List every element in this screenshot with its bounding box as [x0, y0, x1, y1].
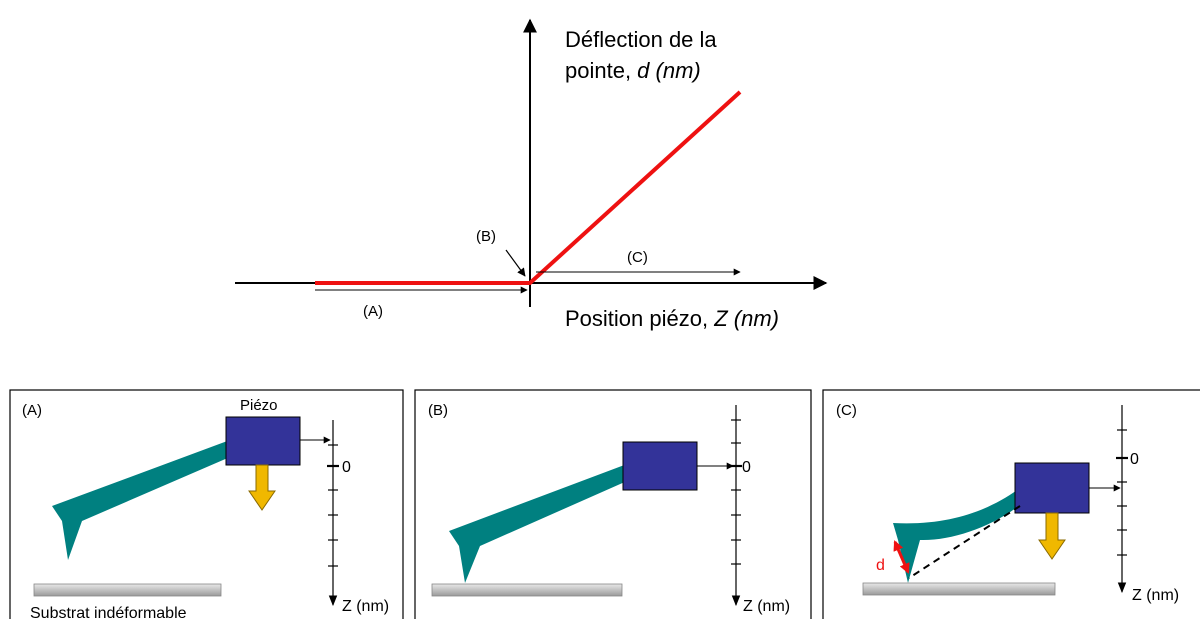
arrow-b [505, 249, 526, 277]
piezo-block-icon [1014, 462, 1090, 514]
z-scale-icon [730, 405, 742, 607]
panel-c-tag: (C) [836, 402, 857, 419]
piezo-block-icon [622, 441, 698, 491]
z-label-c: Z (nm) [1132, 587, 1179, 604]
cantilever-tip-icon [893, 488, 1020, 583]
z-label-a: Z (nm) [342, 598, 389, 615]
region-label-b: (B) [476, 228, 496, 245]
deflection-label: d [876, 557, 885, 574]
panel-a-tag: (A) [22, 402, 42, 419]
cantilever-tip-icon [449, 464, 627, 583]
x-axis-label: Position piézo, Z (nm) [565, 306, 779, 331]
piezo-label: Piézo [240, 397, 278, 414]
zero-label-a: 0 [342, 459, 351, 476]
y-axis-label-line1: Déflection de la [565, 27, 717, 52]
zero-label-b: 0 [742, 459, 751, 476]
piezo-block-icon [225, 416, 301, 466]
panel-a: (A) Piézo 0 Z (nm) Substrat indéformable [9, 389, 404, 619]
substrate-a [33, 583, 222, 597]
zero-label-c: 0 [1130, 451, 1139, 468]
region-label-a: (A) [363, 303, 383, 320]
cantilever-tip-icon [52, 440, 230, 560]
z-scale-icon [327, 420, 339, 607]
rest-position-line [908, 505, 1021, 579]
deflection-curve [315, 90, 742, 285]
panel-b: (B) 0 Z (nm) [414, 389, 812, 619]
force-arrow-icon [1038, 512, 1066, 560]
substrate-label: Substrat indéformable [30, 605, 187, 619]
substrate-b [431, 583, 623, 597]
force-arrow-icon [248, 464, 276, 511]
panel-b-frame [414, 389, 812, 619]
substrate-c [862, 582, 1056, 596]
force-curve-graph: Déflection de la pointe, d (nm) Position… [235, 18, 828, 331]
region-label-c: (C) [627, 249, 648, 266]
y-axis-label-line2: pointe, d (nm) [565, 58, 701, 83]
deflection-arrow [893, 540, 910, 574]
z-scale-icon [1116, 405, 1128, 594]
panel-c: (C) d 0 Z (nm) [822, 389, 1200, 619]
panel-b-tag: (B) [428, 402, 448, 419]
z-label-b: Z (nm) [743, 598, 790, 615]
